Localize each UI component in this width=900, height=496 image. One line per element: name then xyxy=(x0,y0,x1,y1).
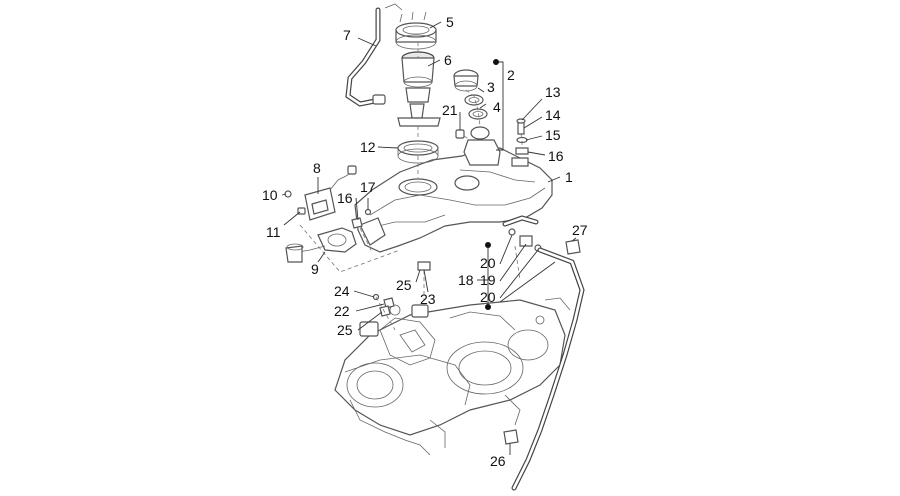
callout-4: 4 xyxy=(493,99,501,115)
callout-17: 17 xyxy=(360,179,376,195)
callout-20a: 20 xyxy=(480,255,496,271)
callout-15: 15 xyxy=(545,127,561,143)
fuel-hose-7 xyxy=(345,3,403,107)
callout-16b: 16 xyxy=(337,190,353,206)
clamp-27 xyxy=(565,239,581,255)
callout-9: 9 xyxy=(311,261,319,277)
callout-19: 19 xyxy=(480,272,496,288)
fuel-cap xyxy=(453,69,488,120)
callout-24: 24 xyxy=(334,283,350,299)
callout-25a: 25 xyxy=(396,277,412,293)
bolt-set xyxy=(515,118,529,155)
small-hardware xyxy=(372,261,431,317)
callout-1: 1 xyxy=(565,169,573,185)
callout-21: 21 xyxy=(442,102,458,118)
fuel-pump-ring xyxy=(395,11,437,50)
callout-8: 8 xyxy=(313,160,321,176)
clip-21 xyxy=(455,129,465,139)
bullet-dot xyxy=(485,242,491,248)
callout-25b: 25 xyxy=(337,322,353,338)
callout-3: 3 xyxy=(487,79,495,95)
callout-14: 14 xyxy=(545,107,561,123)
fuel-tank xyxy=(354,126,553,253)
clamp-26 xyxy=(503,429,519,445)
callout-18: 18 xyxy=(458,272,474,288)
breather-hose xyxy=(502,215,542,252)
bullet-dot xyxy=(493,59,499,65)
bullet-dot xyxy=(485,304,491,310)
callout-2: 2 xyxy=(507,67,515,83)
fuel-level-sender xyxy=(284,165,372,263)
engine-assembly xyxy=(334,297,571,456)
callout-22: 22 xyxy=(334,303,350,319)
callout-12: 12 xyxy=(360,139,376,155)
fuel-pump xyxy=(397,51,441,127)
callout-13: 13 xyxy=(545,84,561,100)
callout-5: 5 xyxy=(446,14,454,30)
callout-7: 7 xyxy=(343,27,351,43)
callout-20b: 20 xyxy=(480,289,496,305)
callout-labels: 1 2 3 4 5 6 7 8 9 10 11 12 13 14 15 16 1… xyxy=(262,14,588,469)
callout-23: 23 xyxy=(420,291,436,307)
leader-lines xyxy=(281,21,577,455)
callout-6: 6 xyxy=(444,52,452,68)
callout-27: 27 xyxy=(572,222,588,238)
callout-10: 10 xyxy=(262,187,278,203)
callout-26: 26 xyxy=(490,453,506,469)
callout-16a: 16 xyxy=(548,148,564,164)
callout-11: 11 xyxy=(266,224,281,240)
drain-hose-26 xyxy=(511,247,585,491)
